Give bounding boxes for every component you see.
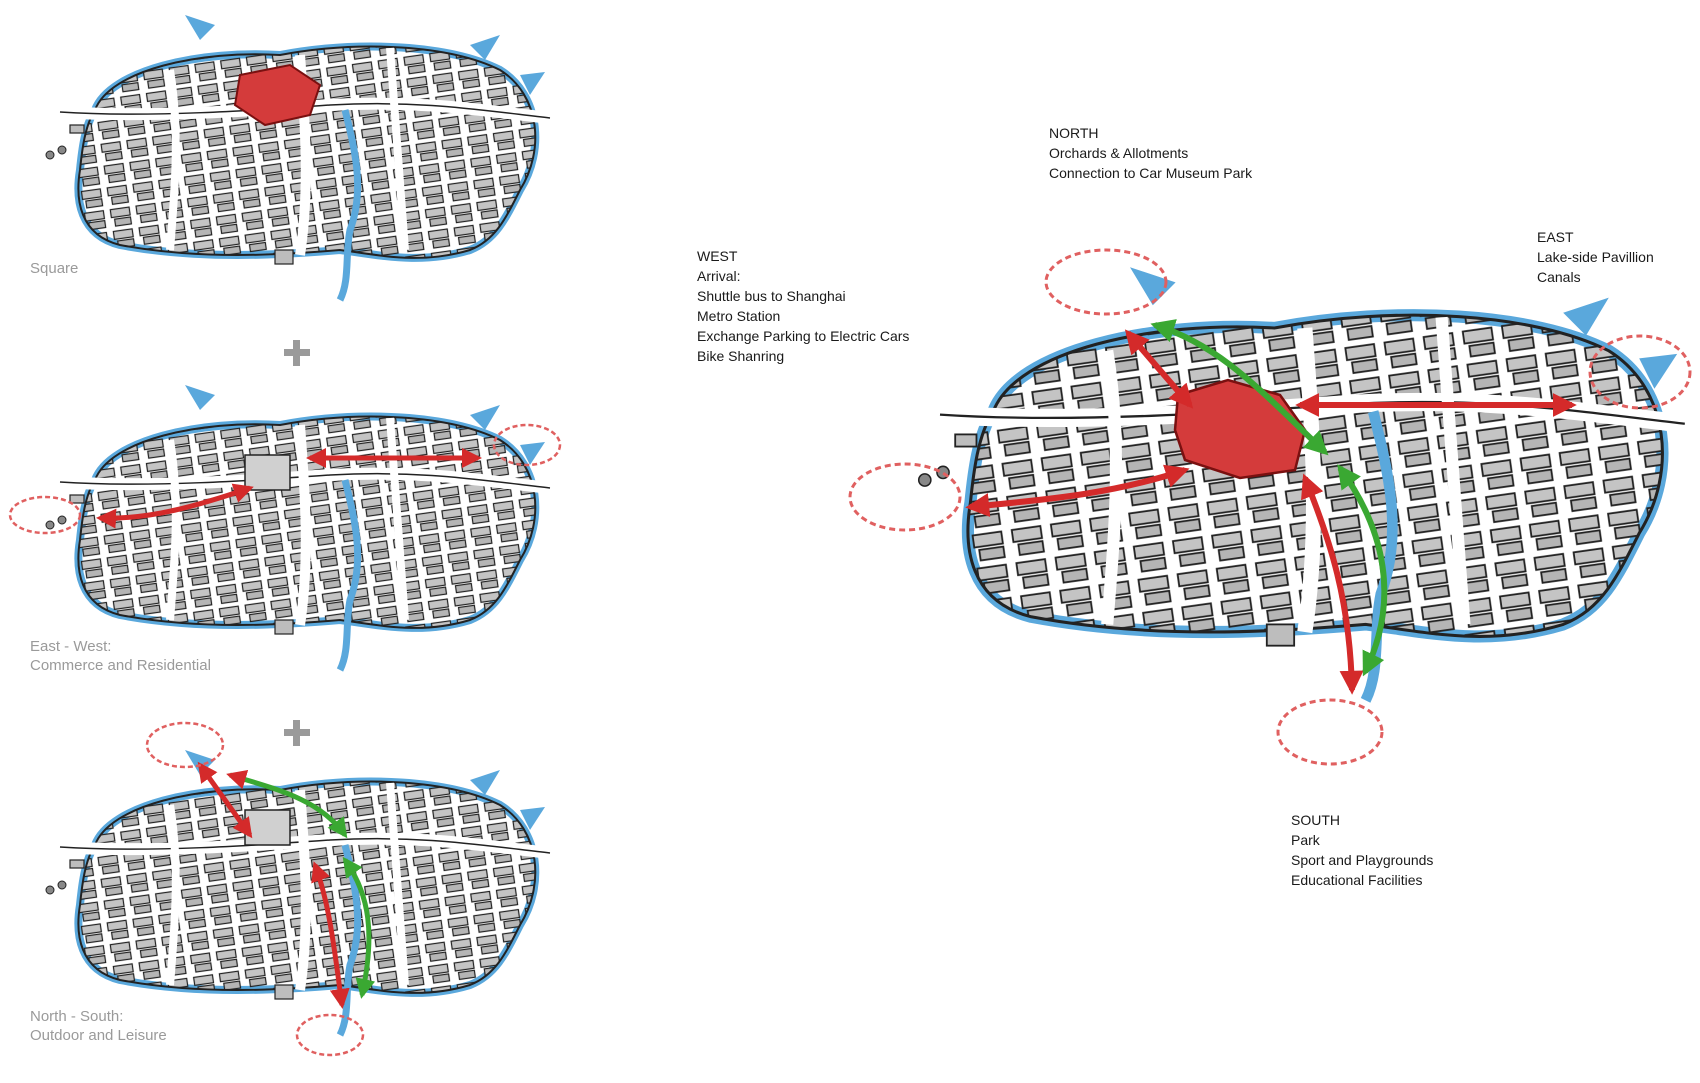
label-east: EAST Lake-side Pavillion Canals — [1537, 229, 1654, 285]
east-node-circle — [492, 423, 562, 467]
caption-square: Square — [30, 260, 79, 277]
north-green-arrow — [226, 770, 348, 839]
label-south: SOUTH Park Sport and Playgrounds Educati… — [1291, 812, 1434, 888]
south-node-circle — [1276, 698, 1384, 766]
plus-icon — [284, 340, 310, 366]
caption-east-west: East - West: Commerce and Residential — [30, 638, 211, 674]
south-green-arrow — [342, 856, 376, 999]
north-node-circle — [145, 721, 225, 769]
label-north: NORTH Orchards & Allotments Connection t… — [1049, 125, 1253, 181]
north-node-circle — [1044, 248, 1168, 316]
map-square — [46, 15, 550, 300]
west-node-circle — [848, 462, 962, 532]
central-square — [244, 809, 291, 846]
map-combined — [919, 267, 1685, 700]
south-red-arrow — [311, 861, 350, 1009]
label-west: WEST Arrival: Shuttle bus to Shanghai Me… — [697, 248, 910, 364]
map-east-west — [8, 385, 562, 670]
plus-icon — [284, 720, 310, 746]
large-map-overlays — [848, 248, 1692, 766]
west-axis-arrow — [96, 483, 254, 529]
north-green-arrow — [1150, 319, 1329, 456]
map-north-south — [46, 721, 550, 1057]
west-axis-arrow — [965, 464, 1190, 518]
central-square — [233, 63, 322, 127]
south-node-circle — [295, 1013, 365, 1057]
west-node-circle — [8, 495, 82, 535]
east-node-circle — [1588, 334, 1692, 410]
central-square — [244, 454, 291, 491]
caption-north-south: North - South: Outdoor and Leisure — [30, 1008, 167, 1044]
south-green-arrow — [1337, 464, 1388, 677]
